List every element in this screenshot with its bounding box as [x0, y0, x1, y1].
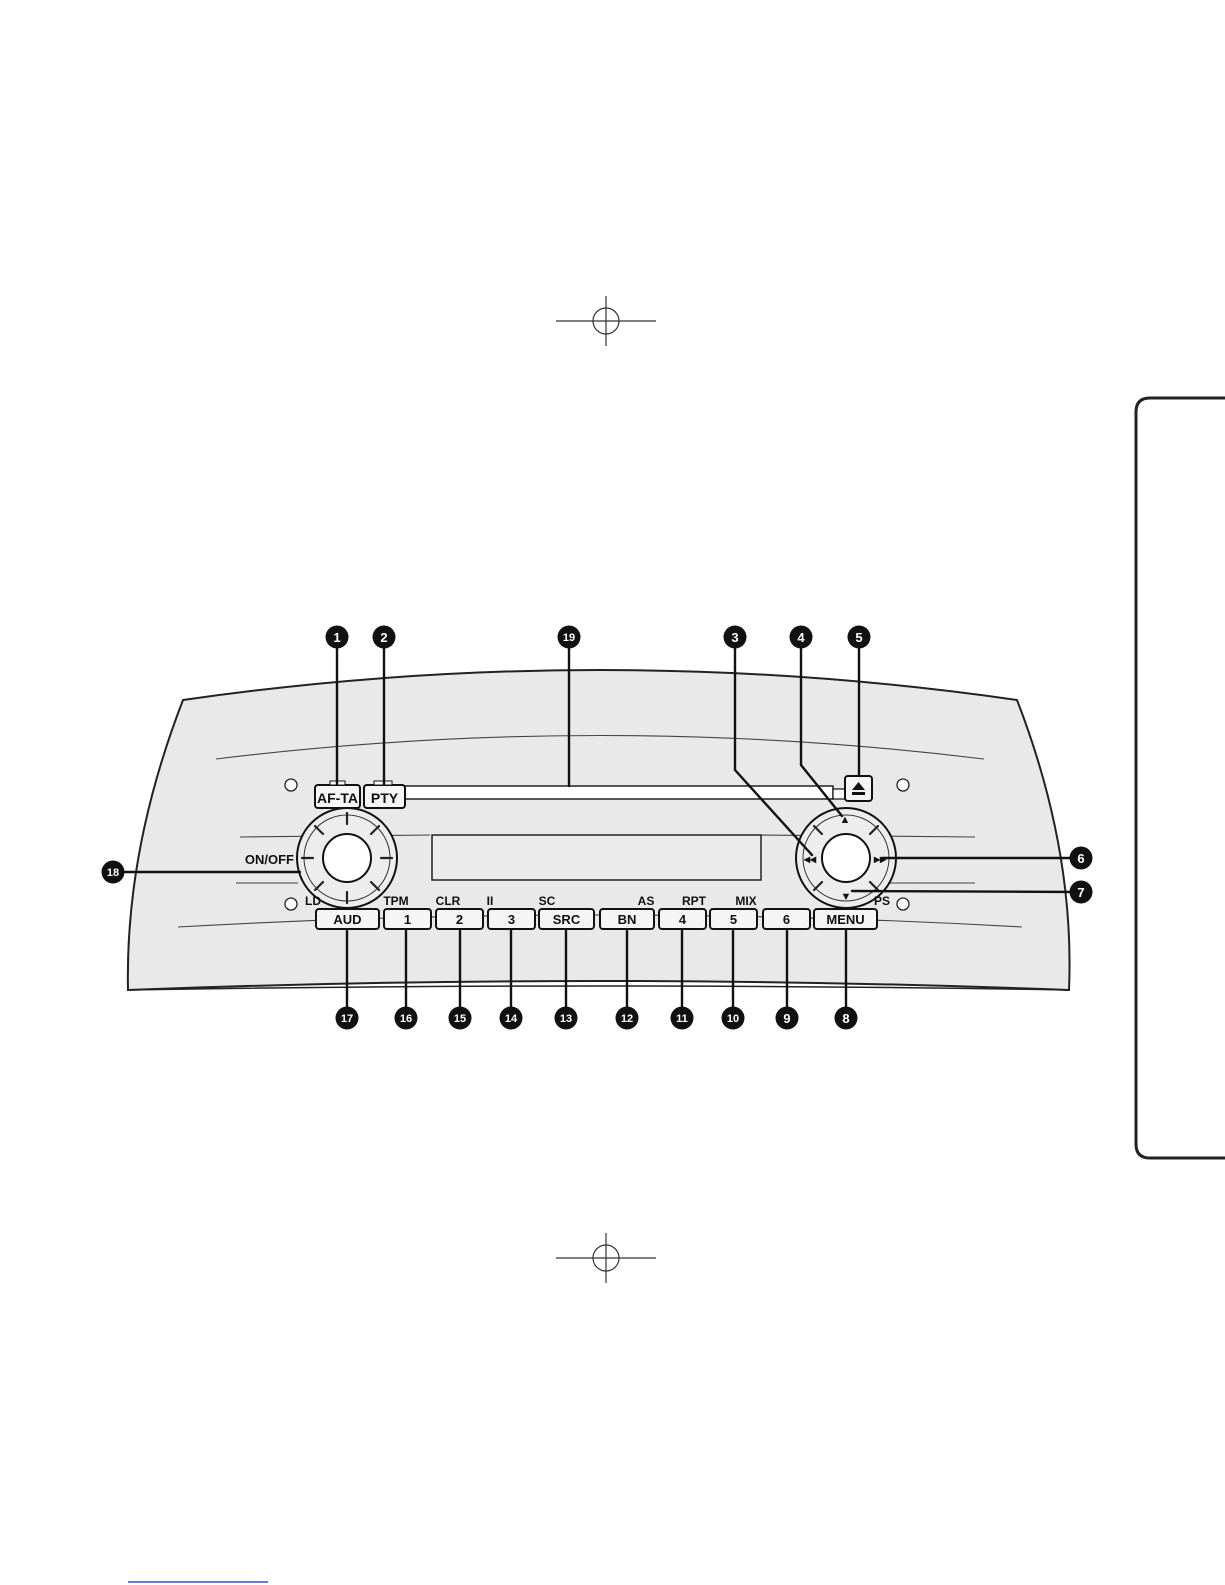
- preset-2-label: 2: [456, 912, 463, 927]
- svg-text:15: 15: [454, 1013, 466, 1025]
- src-button[interactable]: SRC: [539, 909, 594, 929]
- ld-label: LD: [305, 894, 321, 908]
- svg-text:10: 10: [727, 1013, 739, 1025]
- preset-3-label: 3: [508, 912, 515, 927]
- cd-slot[interactable]: [400, 786, 833, 799]
- pty-label: PTY: [371, 790, 399, 806]
- nav-down-arrow-icon[interactable]: ▼: [841, 891, 852, 903]
- preset-6-label: 6: [783, 912, 790, 927]
- svg-text:18: 18: [107, 867, 119, 879]
- on-off-label: ON/OFF: [245, 852, 294, 867]
- callout-5: 5: [848, 626, 871, 649]
- on-off-volume-knob[interactable]: [297, 808, 397, 908]
- callout-2: 2: [373, 626, 396, 649]
- callout-3: 3: [724, 626, 747, 649]
- svg-text:6: 6: [1077, 851, 1084, 866]
- tpm-label: TPM: [383, 894, 408, 908]
- ps-label: PS: [874, 894, 890, 908]
- callout-7: 7: [1070, 881, 1093, 904]
- callout-17: 17: [336, 1007, 359, 1030]
- callout-19: 19: [558, 626, 581, 649]
- registration-mark-bottom: [556, 1233, 656, 1283]
- preset-5-button[interactable]: 5: [710, 909, 757, 929]
- clr-label: CLR: [436, 894, 461, 908]
- registration-mark-top: [556, 296, 656, 346]
- side-tab: [1136, 398, 1225, 1158]
- af-ta-label: AF-TA: [317, 790, 358, 806]
- svg-text:17: 17: [341, 1013, 353, 1025]
- aud-button[interactable]: AUD: [316, 909, 379, 929]
- bn-button[interactable]: BN: [600, 909, 654, 929]
- preset-1-button[interactable]: 1: [384, 909, 431, 929]
- svg-text:4: 4: [797, 630, 805, 645]
- svg-text:19: 19: [563, 632, 575, 644]
- menu-button[interactable]: MENU: [814, 909, 877, 929]
- preset-6-button[interactable]: 6: [763, 909, 810, 929]
- preset-3-button[interactable]: 3: [488, 909, 535, 929]
- callout-12: 12: [616, 1007, 639, 1030]
- callout-14: 14: [500, 1007, 523, 1030]
- svg-text:14: 14: [505, 1013, 518, 1025]
- svg-text:8: 8: [842, 1011, 849, 1026]
- svg-text:13: 13: [560, 1013, 572, 1025]
- rpt-label: RPT: [682, 894, 707, 908]
- callout-15: 15: [449, 1007, 472, 1030]
- svg-text:9: 9: [783, 1011, 790, 1026]
- callout-13: 13: [555, 1007, 578, 1030]
- svg-text:1: 1: [333, 630, 340, 645]
- bn-label: BN: [618, 912, 637, 927]
- callout-4: 4: [790, 626, 813, 649]
- svg-text:7: 7: [1077, 885, 1084, 900]
- svg-text:16: 16: [400, 1013, 412, 1025]
- menu-label: MENU: [826, 912, 864, 927]
- svg-text:11: 11: [676, 1013, 688, 1025]
- sc-label: SC: [539, 894, 556, 908]
- preset-4-label: 4: [679, 912, 687, 927]
- svg-text:2: 2: [380, 630, 387, 645]
- callout-16: 16: [395, 1007, 418, 1030]
- ii-label: II: [487, 894, 494, 908]
- callout-9: 9: [776, 1007, 799, 1030]
- callout-6: 6: [1070, 847, 1093, 870]
- radio-panel: [128, 670, 1070, 990]
- preset-5-label: 5: [730, 912, 737, 927]
- svg-text:3: 3: [731, 630, 738, 645]
- callout-10: 10: [722, 1007, 745, 1030]
- panel-bottom-edge: [128, 986, 1069, 990]
- preset-2-button[interactable]: 2: [436, 909, 483, 929]
- callout-18: 18: [102, 861, 125, 884]
- mix-label: MIX: [735, 894, 756, 908]
- aud-label: AUD: [333, 912, 361, 927]
- preset-1-label: 1: [404, 912, 411, 927]
- svg-text:12: 12: [621, 1013, 633, 1025]
- src-label: SRC: [553, 912, 581, 927]
- callout-11: 11: [671, 1007, 694, 1030]
- svg-text:5: 5: [855, 630, 862, 645]
- display-screen: [432, 835, 761, 880]
- callout-8: 8: [835, 1007, 858, 1030]
- as-label: AS: [638, 894, 655, 908]
- preset-4-button[interactable]: 4: [659, 909, 706, 929]
- callout-1: 1: [326, 626, 349, 649]
